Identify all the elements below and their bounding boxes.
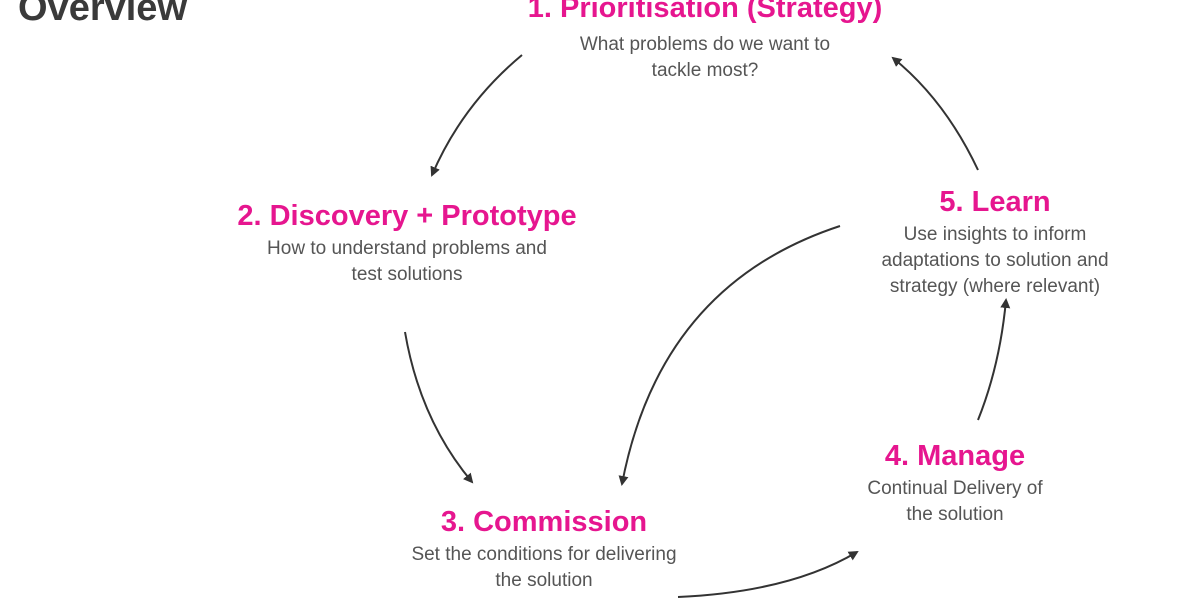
stage-description: Continual Delivery of the solution bbox=[835, 476, 1075, 528]
stage-commission: 3. Commission Set the conditions for del… bbox=[374, 504, 714, 594]
stage-description: What problems do we want to tackle most? bbox=[505, 32, 905, 84]
arrow-commission-to-manage bbox=[677, 550, 859, 598]
stage-description-line: Set the conditions for delivering bbox=[411, 544, 677, 565]
arrow-manage-to-learn bbox=[977, 298, 1011, 421]
stage-title: 2. Discovery + Prototype bbox=[237, 200, 577, 232]
stage-description-line: What problems do we want to bbox=[579, 34, 831, 55]
stage-title: 5. Learn bbox=[939, 186, 1051, 218]
stage-discovery-prototype: 2. Discovery + Prototype How to understa… bbox=[207, 198, 607, 288]
page-title: Overview bbox=[18, 0, 187, 29]
stage-description-line: the solution bbox=[495, 570, 593, 591]
arrow-learn-to-prioritisation bbox=[891, 56, 979, 171]
stage-description: Set the conditions for delivering the so… bbox=[374, 542, 714, 594]
stage-title: 3. Commission bbox=[440, 506, 648, 538]
stage-description-line: How to understand problems and bbox=[267, 238, 547, 259]
stage-learn: 5. Learn Use insights to inform adaptati… bbox=[845, 184, 1145, 300]
stage-description-line: strategy (where relevant) bbox=[889, 276, 1101, 297]
stage-description-line: Continual Delivery of bbox=[867, 478, 1043, 499]
stage-manage: 4. Manage Continual Delivery of the solu… bbox=[835, 438, 1075, 528]
stage-description-line: adaptations to solution and bbox=[881, 250, 1109, 271]
arrow-discovery-to-commission bbox=[404, 331, 474, 484]
stage-prioritisation: 1. Prioritisation (Strategy) What proble… bbox=[505, 0, 905, 84]
stage-description-line: test solutions bbox=[351, 264, 463, 285]
stage-description-line: the solution bbox=[906, 504, 1004, 525]
arrow-learn-to-commission bbox=[618, 225, 841, 486]
stage-description-line: Use insights to inform bbox=[903, 224, 1087, 245]
arrow-prioritisation-to-discovery bbox=[430, 54, 523, 177]
stage-title: 1. Prioritisation (Strategy) bbox=[527, 0, 883, 24]
stage-description: How to understand problems and test solu… bbox=[207, 236, 607, 288]
stage-title: 4. Manage bbox=[884, 440, 1026, 472]
stage-description: Use insights to inform adaptations to so… bbox=[845, 222, 1145, 300]
stage-description-line: tackle most? bbox=[651, 60, 759, 81]
